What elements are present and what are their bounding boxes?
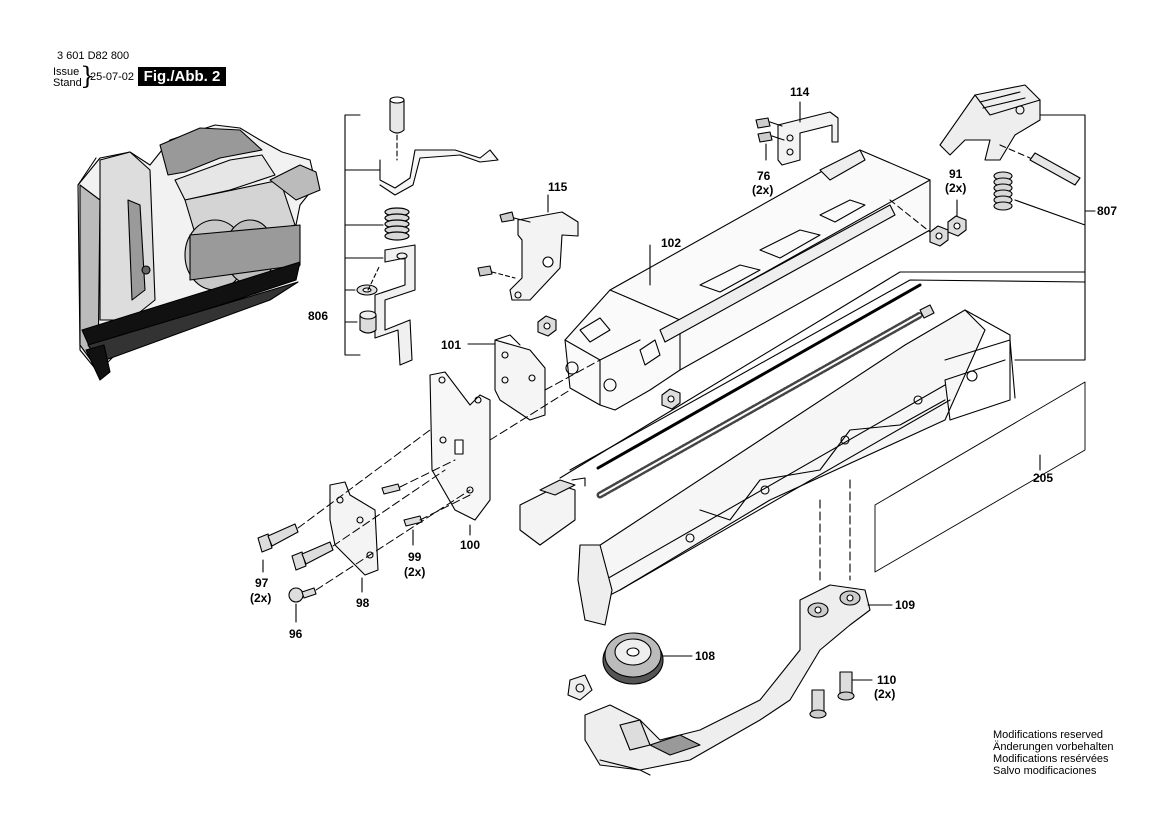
hex-nut-left	[537, 315, 557, 337]
part-101-plate	[467, 334, 546, 421]
document-number: 3 601 D82 800	[57, 50, 130, 62]
spring-end-pin	[919, 304, 935, 319]
stand-label: Stand	[53, 77, 82, 89]
part-76-screws	[755, 117, 785, 161]
part-807-trigger-assembly	[939, 84, 1096, 361]
label-807: 807	[1097, 204, 1117, 218]
issue-label: Issue	[53, 66, 80, 78]
part-91-nuts	[889, 199, 967, 247]
label-76-qty: (2x)	[752, 183, 773, 197]
part-96-screw	[288, 587, 317, 623]
label-108: 108	[695, 649, 715, 663]
label-101: 101	[441, 338, 461, 352]
part-806-latch-assembly	[344, 96, 499, 366]
label-115: 115	[548, 180, 568, 194]
part-115-bracket	[477, 194, 579, 301]
part-109-base	[584, 584, 893, 776]
part-102-housing	[564, 149, 931, 411]
note-modifications-en: Modifications reserved	[993, 729, 1104, 741]
part-97-screws	[257, 523, 334, 573]
label-91: 91	[949, 167, 963, 181]
label-99: 99	[408, 550, 422, 564]
label-98: 98	[356, 596, 370, 610]
note-modifications-es: Salvo modificaciones	[993, 765, 1097, 777]
label-96: 96	[289, 627, 303, 641]
figure-badge: Fig./Abb. 2	[138, 67, 226, 86]
label-109: 109	[895, 598, 915, 612]
part-98-plate	[329, 481, 379, 593]
leader-line-807-a	[559, 271, 1086, 479]
part-110-screws	[809, 671, 873, 719]
header-brace: }	[80, 62, 96, 90]
spring-rod	[596, 283, 922, 470]
label-806: 806	[308, 309, 328, 323]
label-91-qty: (2x)	[945, 181, 966, 195]
magazine-rail	[577, 309, 1016, 626]
label-102: 102	[661, 236, 681, 250]
hex-nut-right	[661, 388, 681, 410]
pusher-bracket	[519, 477, 586, 546]
tool-overview-illustration	[77, 124, 321, 381]
alignment-lines	[297, 359, 601, 591]
part-114-bracket	[777, 101, 839, 166]
part-labels: 114 76 (2x) 91 (2x) 807 115 102 806 101 …	[250, 85, 1117, 701]
label-114: 114	[790, 85, 810, 99]
label-97-qty: (2x)	[250, 591, 271, 605]
note-modifications-de: Änderungen vorbehalten	[993, 741, 1114, 753]
magazine-spring	[596, 311, 924, 499]
wheel-clip	[567, 674, 593, 701]
label-99-qty: (2x)	[404, 565, 425, 579]
part-99-pins	[381, 483, 423, 546]
label-97: 97	[255, 576, 269, 590]
leader-line-807-b	[569, 279, 1086, 471]
label-100: 100	[460, 538, 480, 552]
label-76: 76	[757, 169, 771, 183]
part-205-label-plate	[874, 381, 1086, 573]
label-110-qty: (2x)	[874, 687, 895, 701]
label-110: 110	[877, 673, 897, 687]
note-modifications-fr: Modifications resérvées	[993, 753, 1109, 765]
part-108-adjust-wheel	[602, 632, 693, 685]
issue-date: 25-07-02	[90, 71, 135, 83]
part-100-plate	[429, 371, 491, 536]
label-205: 205	[1033, 471, 1053, 485]
